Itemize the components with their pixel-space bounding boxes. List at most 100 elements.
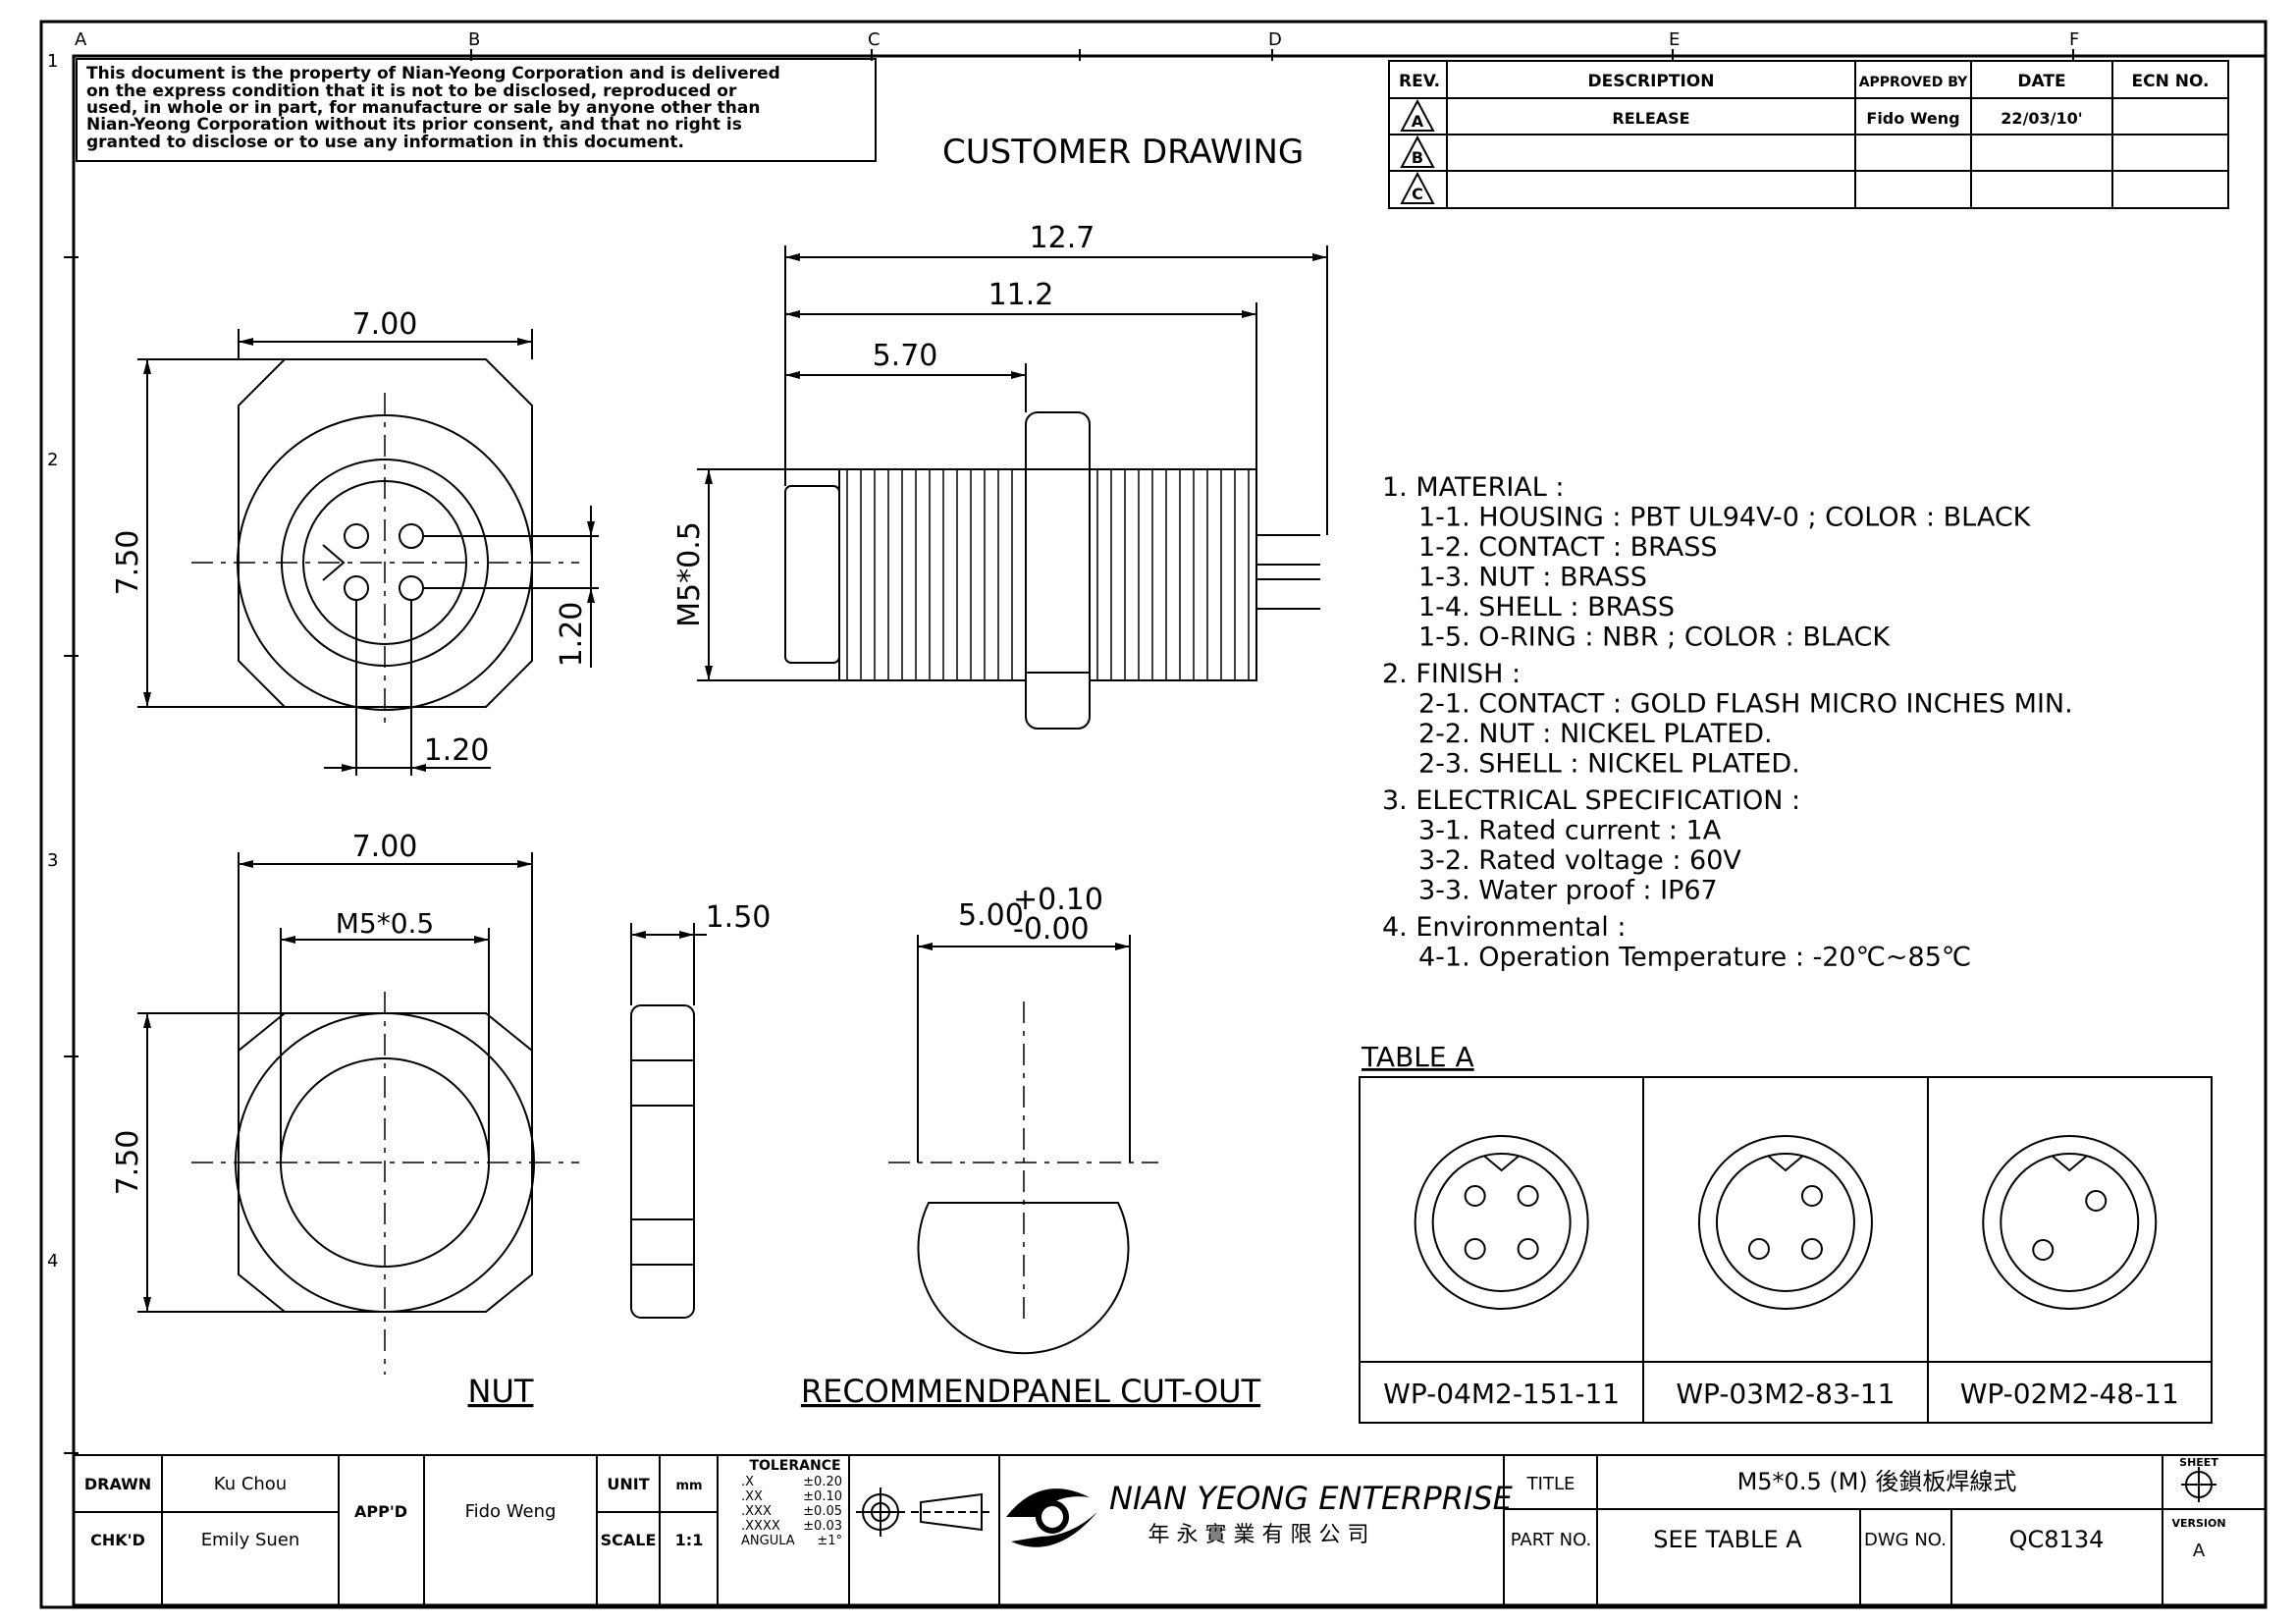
approved-header: APPROVED BY bbox=[1859, 75, 1968, 90]
label-nut: NUT bbox=[468, 1373, 534, 1410]
zone-col-d: D bbox=[1268, 29, 1282, 50]
cutout-profile bbox=[917, 1202, 1130, 1355]
disclaimer-line-5: granted to disclose or to use any inform… bbox=[86, 133, 684, 152]
front-view bbox=[137, 329, 599, 776]
note-line: 1. MATERIAL : bbox=[1382, 472, 1564, 503]
mid-nut bbox=[1025, 411, 1091, 730]
title-label: TITLE bbox=[1526, 1474, 1575, 1494]
note-line: 2. FINISH : bbox=[1382, 659, 1521, 689]
dim-nut-thread: M5*0.5 bbox=[336, 907, 435, 940]
revision-table bbox=[1388, 60, 2229, 209]
dim-side-total: 12.7 bbox=[1030, 221, 1095, 255]
key-notch bbox=[1483, 1155, 1521, 1172]
contact-pin bbox=[1464, 1185, 1486, 1207]
tolerance-key: .XXX bbox=[741, 1504, 772, 1519]
dwgno-value: QC8134 bbox=[2009, 1526, 2105, 1553]
note-line: 3-1. Rated current : 1A bbox=[1418, 816, 1722, 846]
disclaimer-line-3: used, in whole or in part, for manufactu… bbox=[86, 98, 760, 118]
note-line: 1-1. HOUSING : PBT UL94V-0 ; COLOR : BLA… bbox=[1418, 503, 2032, 533]
tolerance-value: ±1° bbox=[817, 1534, 842, 1548]
tolerance-value: ±0.20 bbox=[803, 1475, 842, 1489]
dim-front-height: 7.50 bbox=[111, 530, 145, 596]
approved-label: APP'D bbox=[354, 1502, 407, 1521]
note-line: 1-5. O-RING : NBR ; COLOR : BLACK bbox=[1418, 622, 1891, 653]
note-line: 1-3. NUT : BRASS bbox=[1418, 563, 1647, 593]
contact-pin bbox=[2032, 1239, 2055, 1261]
rev-c-triangle bbox=[1400, 171, 1435, 204]
side-view bbox=[784, 411, 1320, 730]
nut-side-view bbox=[630, 923, 707, 1319]
rev-triangles bbox=[1400, 98, 1435, 204]
rev-a-approved: Fido Weng bbox=[1866, 109, 1959, 128]
ecn-header: ECN NO. bbox=[2132, 72, 2210, 91]
company-logo bbox=[1006, 1488, 1097, 1547]
outer-border bbox=[39, 20, 2268, 1609]
tolerance-value: ±0.03 bbox=[803, 1519, 842, 1534]
rev-c-letter: C bbox=[1412, 185, 1423, 203]
zone-row-1: 1 bbox=[47, 51, 58, 72]
note-line: 4-1. Operation Temperature : -20℃~85℃ bbox=[1418, 943, 1971, 973]
disclaimer-line-1: This document is the property of Nian-Ye… bbox=[86, 64, 780, 83]
version-value: A bbox=[2193, 1541, 2206, 1561]
rev-a-triangle bbox=[1400, 98, 1435, 132]
zone-row-2: 2 bbox=[47, 450, 58, 470]
tolerance-key: .XXXX bbox=[741, 1519, 780, 1534]
dim-cutout-base: 5.00 bbox=[958, 898, 1024, 933]
key-notch bbox=[322, 544, 346, 581]
dim-side-thread: M5*0.5 bbox=[672, 521, 707, 627]
zone-col-c: C bbox=[868, 29, 881, 50]
contact-pin bbox=[1800, 1185, 1823, 1207]
table-a bbox=[1359, 1076, 2213, 1424]
drawn-label: DRAWN bbox=[84, 1475, 151, 1493]
note-line: 3. ELECTRICAL SPECIFICATION : bbox=[1382, 785, 1800, 816]
pin-1 bbox=[344, 523, 369, 549]
table-a-title: TABLE A bbox=[1361, 1041, 1474, 1073]
thread-rear bbox=[1089, 468, 1257, 681]
note-line: 2-3. SHELL : NICKEL PLATED. bbox=[1418, 749, 1800, 780]
tolerance-key: .XX bbox=[741, 1489, 763, 1504]
key-notch bbox=[1767, 1155, 1804, 1172]
version-label: VERSION bbox=[2171, 1517, 2225, 1530]
dim-side-front: 5.70 bbox=[873, 339, 938, 373]
part-number: WP-04M2-151-11 bbox=[1383, 1378, 1620, 1410]
checked-value: Emily Suen bbox=[201, 1530, 300, 1550]
table-a-cell bbox=[1697, 1135, 1873, 1310]
pin-3 bbox=[344, 575, 369, 601]
scale-value: 1:1 bbox=[675, 1531, 704, 1549]
title-value: M5*0.5 (M) 後鎖板焊線式 bbox=[1737, 1468, 2017, 1495]
contact-pin bbox=[1800, 1238, 1823, 1260]
rev-a-letter: A bbox=[1412, 112, 1424, 131]
description-header: DESCRIPTION bbox=[1588, 72, 1715, 91]
front-hex-nut bbox=[238, 358, 533, 708]
inner-border bbox=[72, 54, 2268, 1607]
part-number: WP-03M2-83-11 bbox=[1676, 1378, 1895, 1410]
rev-header: REV. bbox=[1399, 72, 1440, 91]
unit-label: UNIT bbox=[607, 1475, 649, 1493]
note-line: 3-3. Water proof : IP67 bbox=[1418, 876, 1718, 906]
tolerance-key: ANGULA bbox=[741, 1534, 795, 1548]
contact-pin bbox=[1747, 1238, 1770, 1260]
part-number: WP-02M2-48-11 bbox=[1960, 1378, 2179, 1410]
zone-col-a: A bbox=[75, 29, 87, 50]
dim-cutout-tol-minus: -0.00 bbox=[1013, 912, 1090, 947]
zone-col-b: B bbox=[468, 29, 480, 50]
disclaimer-text: This document is the property of Nian-Ye… bbox=[86, 64, 780, 152]
panel-cutout-view bbox=[888, 935, 1158, 1355]
dim-front-width: 7.00 bbox=[352, 307, 418, 342]
dim-front-pin-v: 1.20 bbox=[555, 602, 589, 668]
disclaimer-line-2: on the express condition that it is not … bbox=[86, 81, 737, 101]
drawn-value: Ku Chou bbox=[214, 1474, 287, 1494]
rev-b-letter: B bbox=[1412, 148, 1423, 167]
dwgno-label: DWG NO. bbox=[1864, 1530, 1947, 1550]
tolerance-value: ±0.10 bbox=[803, 1489, 842, 1504]
sheet-label: SHEET bbox=[2179, 1456, 2218, 1469]
title-block bbox=[74, 1454, 2266, 1607]
disclaimer-box bbox=[76, 58, 877, 162]
dim-nut-height: 7.50 bbox=[111, 1130, 145, 1196]
contact-pin bbox=[1464, 1238, 1486, 1260]
partno-value: SEE TABLE A bbox=[1653, 1526, 1802, 1553]
label-cutout: RECOMMENDPANEL CUT-OUT bbox=[801, 1373, 1261, 1410]
pin-4 bbox=[399, 575, 424, 601]
nut-view bbox=[137, 852, 579, 1375]
approved-value: Fido Weng bbox=[465, 1501, 557, 1522]
